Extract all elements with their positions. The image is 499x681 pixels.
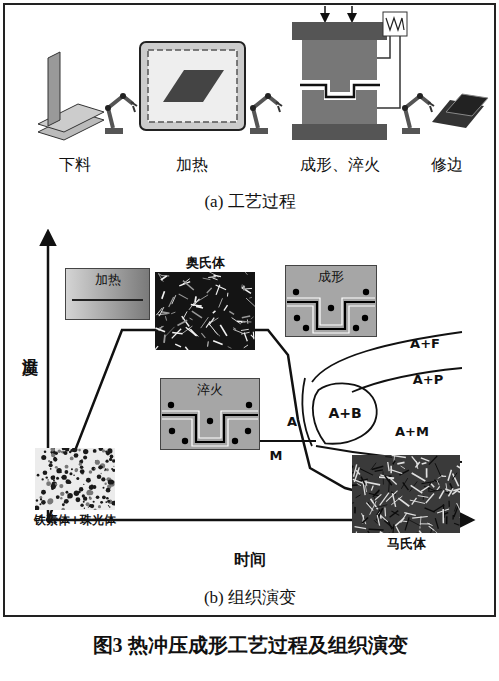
robot-arm [105, 93, 137, 134]
press-base [292, 124, 387, 140]
node-label: 马氏体 [387, 536, 426, 551]
lower-die [302, 90, 377, 124]
figure-frame [4, 4, 495, 616]
figure-caption: 图3 热冲压成形工艺过程及组织演变 [93, 634, 408, 656]
node-label: 奥氏体 [186, 255, 225, 270]
subfigure-caption: (b) 组织演变 [204, 589, 296, 608]
ferrite-pearlite-micrograph: 铁素体+珠光体 [35, 448, 115, 510]
austenite-micrograph: 奥氏体 [155, 272, 255, 350]
phase-label: A+P [413, 373, 443, 387]
quenching-inset: 淬火 [160, 378, 260, 450]
phase-label: A+M [395, 425, 429, 439]
micrograph-image [352, 455, 460, 533]
die-sketch [287, 289, 375, 333]
micrograph-image [155, 272, 255, 350]
martensite-micrograph: 马氏体 [352, 455, 460, 533]
trimmed-part [446, 94, 488, 116]
process-illustration [38, 6, 488, 140]
node-label: 成形 [318, 269, 344, 284]
subfigure-caption: (a) 工艺过程 [204, 193, 295, 212]
sheet [48, 52, 60, 126]
robot-arm [250, 93, 282, 134]
phase-label: A [287, 415, 297, 429]
phase-label: M [270, 449, 283, 463]
micrograph-image [35, 448, 115, 510]
axis-label: 时间 [234, 551, 266, 569]
coolant-line [377, 36, 400, 108]
node-label: 淬火 [197, 382, 223, 397]
furnace [140, 42, 245, 130]
step-label: 下料 [59, 156, 91, 174]
press-arrow [351, 6, 353, 21]
coil-symbol [386, 18, 404, 30]
cct-curves [258, 332, 462, 462]
step-label: 修边 [431, 156, 463, 174]
step-label: 成形、淬火 [300, 156, 380, 174]
furnace-inner [148, 50, 237, 122]
bainite-region: A+B [312, 380, 378, 446]
forming-inset: 成形 [285, 265, 377, 337]
coolant-line [377, 36, 390, 58]
phase-label: A+F [410, 337, 440, 351]
node-label: 加热 [95, 272, 121, 287]
heating-line [72, 299, 143, 301]
die-sketch [162, 402, 258, 446]
heating-inset: 加热 [65, 268, 150, 320]
node-label: 铁素体+珠光体 [34, 513, 116, 528]
coil-box [383, 12, 407, 36]
press-plate [292, 22, 387, 40]
step-label: 加热 [176, 156, 208, 174]
robot-arm [402, 93, 434, 134]
press-arrow [324, 6, 326, 21]
node-label: A+B [328, 406, 361, 421]
blank [163, 70, 224, 102]
